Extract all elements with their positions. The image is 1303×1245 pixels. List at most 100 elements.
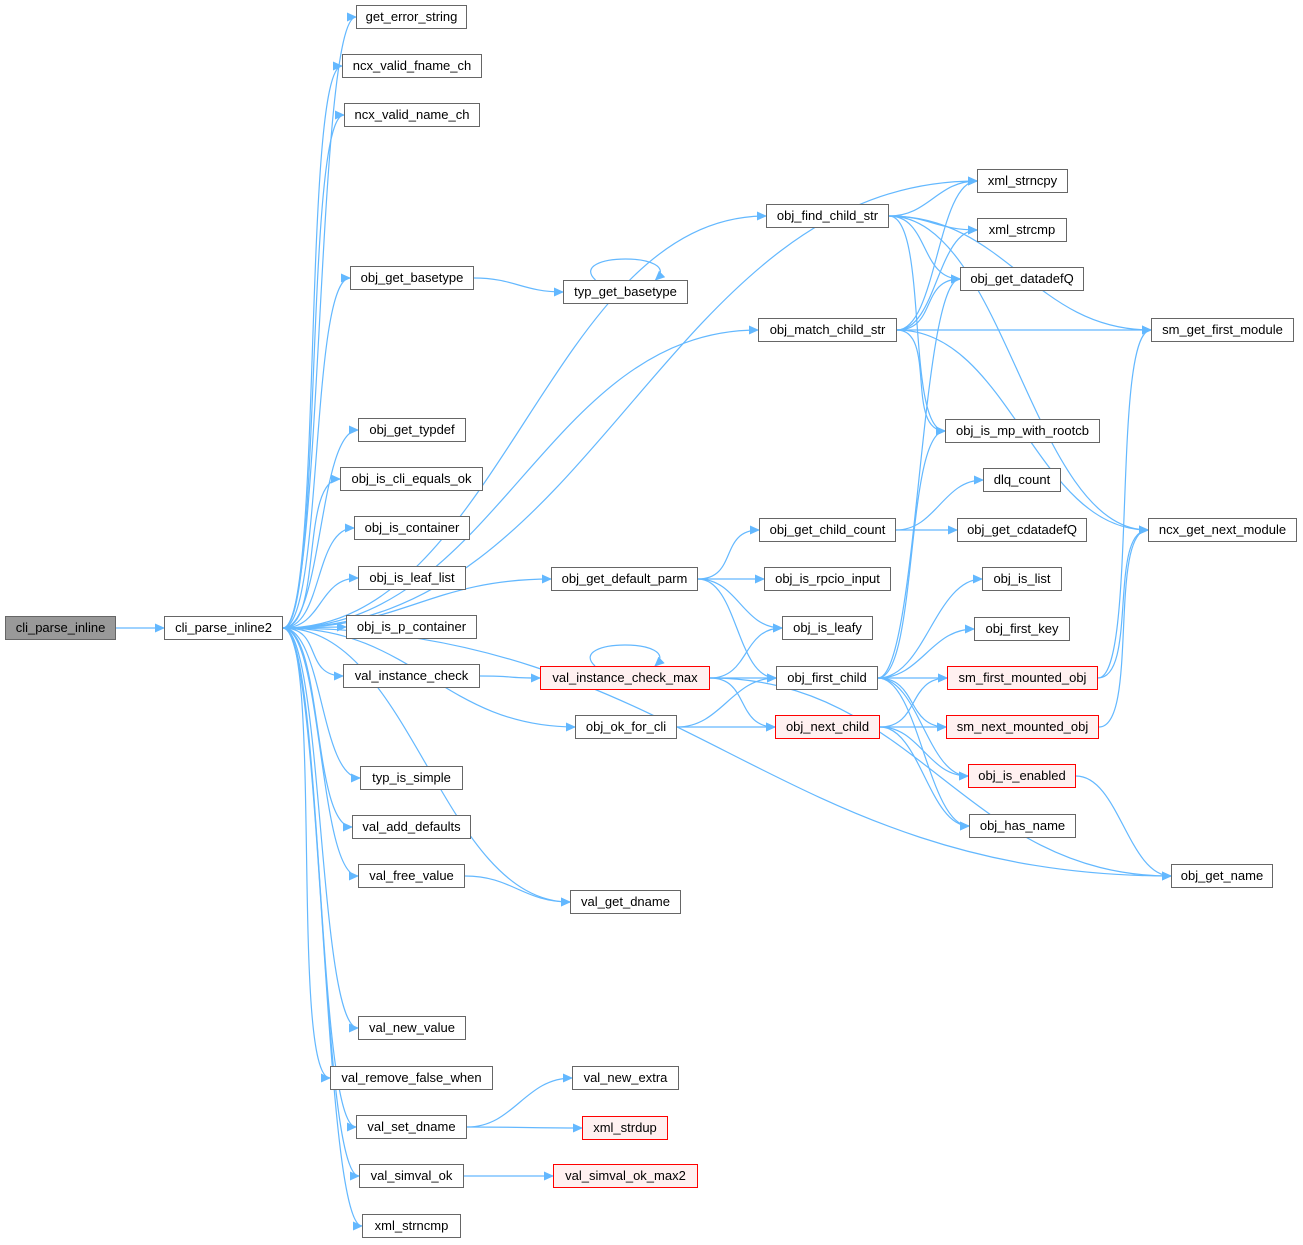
node-obj-is-list[interactable]: obj_is_list <box>982 567 1062 591</box>
edge-sm-first-mounted-obj-to-ncx-get-next-module <box>1097 525 1149 679</box>
edge-obj-first-child-to-obj-get-datadefQ <box>877 274 961 679</box>
node-val-new-extra[interactable]: val_new_extra <box>572 1066 679 1090</box>
node-obj-get-basetype[interactable]: obj_get_basetype <box>350 266 474 290</box>
node-obj-first-child[interactable]: obj_first_child <box>776 666 878 690</box>
node-obj-get-child-count[interactable]: obj_get_child_count <box>759 518 896 542</box>
node-obj-next-child[interactable]: obj_next_child <box>775 715 880 739</box>
edge-val-instance-check-to-val-instance-check-max <box>479 673 541 683</box>
edge-val-set-dname-to-xml-strdup <box>466 1123 583 1133</box>
edge-obj-get-basetype-to-typ-get-basetype <box>473 277 564 297</box>
edge-obj-match-child-str-to-obj-get-datadefQ <box>896 274 961 331</box>
edge-cli-parse-inline2-to-obj-get-name <box>282 627 1172 881</box>
node-obj-find-child-str[interactable]: obj_find_child_str <box>766 204 889 228</box>
node-ncx-get-next-module[interactable]: ncx_get_next_module <box>1148 518 1297 542</box>
edge-cli-parse-inline2-to-ncx-valid-fname-ch <box>282 61 343 629</box>
edge-obj-first-child-to-obj-first-key <box>877 624 975 679</box>
edge-cli-parse-inline2-to-obj-is-container <box>282 523 355 629</box>
node-ncx-valid-name-ch[interactable]: ncx_valid_name_ch <box>344 103 480 127</box>
edge-val-instance-check-max-to-obj-get-name <box>709 677 1172 881</box>
edge-obj-first-child-to-obj-has-name <box>877 677 970 831</box>
edge-obj-get-default-parm-to-obj-first-child <box>697 578 777 683</box>
node-obj-is-leafy[interactable]: obj_is_leafy <box>782 616 873 640</box>
node-dlq-count[interactable]: dlq_count <box>983 468 1061 492</box>
node-xml-strcmp[interactable]: xml_strcmp <box>977 218 1067 242</box>
node-obj-match-child-str[interactable]: obj_match_child_str <box>758 318 897 342</box>
node-obj-is-rpcio-input[interactable]: obj_is_rpcio_input <box>764 567 891 591</box>
node-xml-strncpy[interactable]: xml_strncpy <box>977 169 1068 193</box>
node-obj-get-datadefQ[interactable]: obj_get_datadefQ <box>960 267 1084 291</box>
node-obj-first-key[interactable]: obj_first_key <box>974 617 1070 641</box>
edge-obj-get-default-parm-to-obj-is-leafy <box>697 578 783 633</box>
edge-obj-get-child-count-to-dlq-count <box>895 475 984 531</box>
edge-cli-parse-inline2-to-obj-is-leaf-list <box>282 573 359 629</box>
node-obj-is-enabled[interactable]: obj_is_enabled <box>968 764 1076 788</box>
edge-cli-parse-inline2-to-val-free-value <box>282 627 359 881</box>
node-obj-get-default-parm[interactable]: obj_get_default_parm <box>551 567 698 591</box>
edge-cli-parse-inline2-to-obj-is-cli-equals-ok <box>282 474 341 629</box>
edge-typ-get-basetype-to-typ-get-basetype <box>590 258 666 281</box>
node-typ-is-simple[interactable]: typ_is_simple <box>360 766 463 790</box>
node-val-free-value[interactable]: val_free_value <box>358 864 465 888</box>
node-xml-strncmp[interactable]: xml_strncmp <box>362 1214 461 1238</box>
edge-cli-parse-inline2-to-obj-get-default-parm <box>282 574 552 629</box>
edge-obj-match-child-str-to-obj-is-mp-with-rootcb <box>896 329 946 436</box>
edge-obj-match-child-str-to-xml-strcmp <box>896 225 978 331</box>
node-val-new-value[interactable]: val_new_value <box>358 1016 466 1040</box>
node-sm-next-mounted-obj[interactable]: sm_next_mounted_obj <box>946 715 1099 739</box>
node-obj-has-name[interactable]: obj_has_name <box>969 814 1076 838</box>
node-obj-ok-for-cli[interactable]: obj_ok_for_cli <box>575 715 677 739</box>
edge-cli-parse-inline2-to-ncx-valid-name-ch <box>282 110 345 629</box>
edge-obj-next-child-to-obj-is-enabled <box>879 726 969 781</box>
edge-val-instance-check-max-to-val-instance-check-max <box>589 644 665 667</box>
edge-obj-find-child-str-to-obj-get-datadefQ <box>888 215 961 284</box>
node-val-instance-check[interactable]: val_instance_check <box>343 664 480 688</box>
node-obj-get-name[interactable]: obj_get_name <box>1171 864 1273 888</box>
node-sm-get-first-module[interactable]: sm_get_first_module <box>1151 318 1294 342</box>
edge-val-instance-check-max-to-obj-is-leafy <box>709 623 783 679</box>
edge-obj-first-child-to-obj-is-list <box>877 574 983 679</box>
edge-cli-parse-inline2-to-val-new-value <box>282 627 359 1033</box>
edge-obj-first-child-to-obj-is-mp-with-rootcb <box>877 426 946 679</box>
edge-obj-find-child-str-to-xml-strncpy <box>888 176 978 217</box>
edge-cli-parse-inline2-to-xml-strncmp <box>282 627 363 1231</box>
node-obj-is-mp-with-rootcb[interactable]: obj_is_mp_with_rootcb <box>945 419 1100 443</box>
node-ncx-valid-fname-ch[interactable]: ncx_valid_fname_ch <box>342 54 482 78</box>
edge-obj-next-child-to-sm-first-mounted-obj <box>879 673 948 728</box>
edge-val-set-dname-to-val-new-extra <box>466 1073 573 1128</box>
node-obj-is-leaf-list[interactable]: obj_is_leaf_list <box>358 566 466 590</box>
node-get-error-string[interactable]: get_error_string <box>356 5 467 29</box>
edge-sm-first-mounted-obj-to-sm-get-first-module <box>1097 325 1152 679</box>
edge-cli-parse-inline2-to-val-get-dname <box>282 627 571 907</box>
edge-cli-parse-inline2-to-xml-strncpy <box>282 176 978 629</box>
node-obj-get-typdef[interactable]: obj_get_typdef <box>358 418 466 442</box>
node-obj-is-p-container[interactable]: obj_is_p_container <box>346 615 477 639</box>
node-val-get-dname[interactable]: val_get_dname <box>570 890 681 914</box>
node-val-remove-false-when[interactable]: val_remove_false_when <box>330 1066 493 1090</box>
node-obj-is-cli-equals-ok[interactable]: obj_is_cli_equals_ok <box>340 467 483 491</box>
node-obj-get-cdatadefQ[interactable]: obj_get_cdatadefQ <box>957 518 1087 542</box>
edge-sm-next-mounted-obj-to-ncx-get-next-module <box>1098 525 1149 728</box>
edge-obj-first-child-to-sm-next-mounted-obj <box>877 677 947 732</box>
edge-cli-parse-inline2-to-val-instance-check <box>282 627 344 681</box>
node-val-instance-check-max[interactable]: val_instance_check_max <box>540 666 710 690</box>
node-val-simval-ok-max2[interactable]: val_simval_ok_max2 <box>553 1164 698 1188</box>
node-typ-get-basetype[interactable]: typ_get_basetype <box>563 280 688 304</box>
edge-cli-parse-inline2-to-obj-get-typdef <box>282 425 359 629</box>
node-cli-parse-inline2[interactable]: cli_parse_inline2 <box>164 616 283 640</box>
node-cli-parse-inline[interactable]: cli_parse_inline <box>5 616 116 640</box>
node-val-add-defaults[interactable]: val_add_defaults <box>352 815 471 839</box>
edge-obj-get-default-parm-to-obj-get-child-count <box>697 525 760 580</box>
edge-obj-find-child-str-to-ncx-get-next-module <box>888 215 1149 535</box>
edge-obj-next-child-to-obj-has-name <box>879 726 970 831</box>
node-sm-first-mounted-obj[interactable]: sm_first_mounted_obj <box>947 666 1098 690</box>
edge-val-instance-check-max-to-obj-next-child <box>709 677 776 732</box>
node-val-set-dname[interactable]: val_set_dname <box>356 1115 467 1139</box>
edge-cli-parse-inline2-to-typ-is-simple <box>282 627 361 783</box>
edge-cli-parse-inline2-to-obj-find-child-str <box>282 211 767 629</box>
edge-cli-parse-inline2-to-obj-match-child-str <box>282 325 759 629</box>
node-val-simval-ok[interactable]: val_simval_ok <box>359 1164 464 1188</box>
node-obj-is-container[interactable]: obj_is_container <box>354 516 470 540</box>
node-xml-strdup[interactable]: xml_strdup <box>582 1116 668 1140</box>
edge-obj-is-enabled-to-obj-get-name <box>1075 775 1172 881</box>
